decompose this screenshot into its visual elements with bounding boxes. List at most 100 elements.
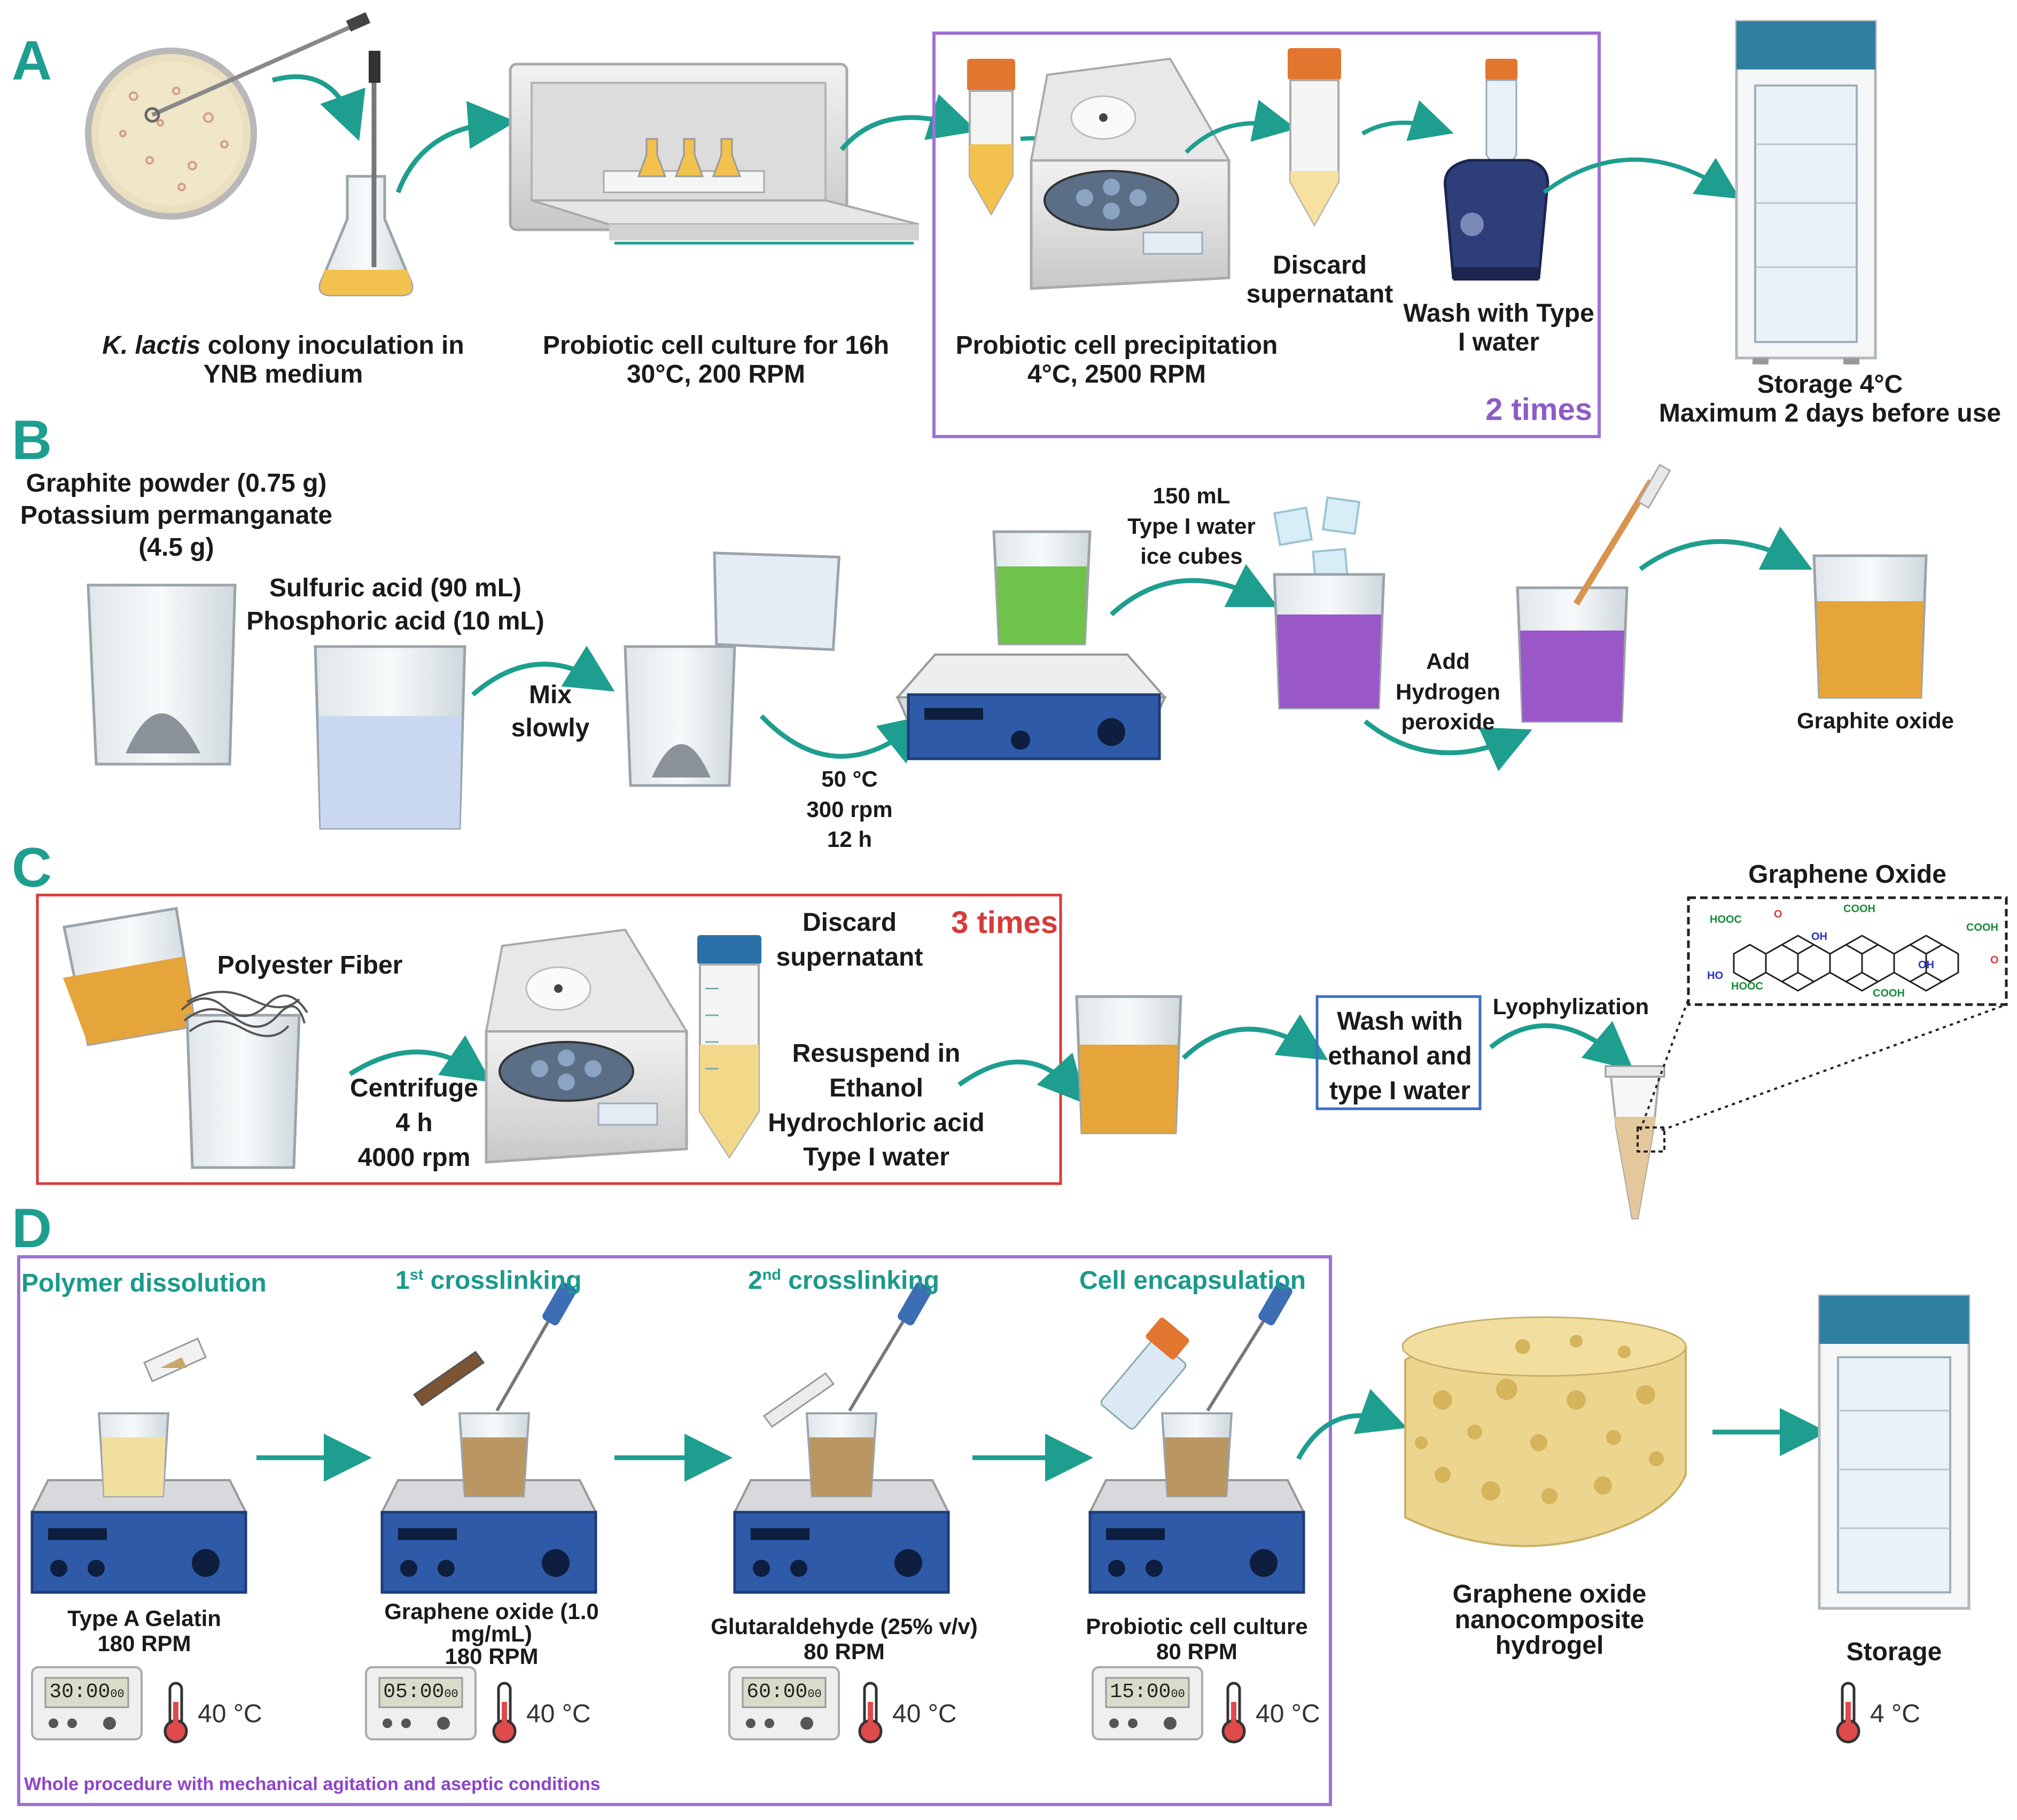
label-storage-d: Storage	[1846, 1638, 1942, 1666]
repeat-box-a	[932, 32, 1601, 438]
hotplate-stirrer-icon	[30, 1337, 248, 1594]
chem-label: OH	[1811, 931, 1827, 943]
repeat-box-c	[36, 893, 1062, 1185]
chem-label: HO	[1707, 970, 1723, 982]
panel-letter-a: A	[12, 30, 52, 92]
chem-label: COOH	[1843, 903, 1875, 915]
label-repeat-a: 2 times	[1485, 392, 1592, 427]
temperature-label: 40 °C	[198, 1700, 262, 1728]
erlenmeyer-flask-icon	[318, 51, 414, 297]
thermometer-icon	[1221, 1682, 1246, 1744]
hotplate-stirrer-icon	[733, 1282, 951, 1594]
chem-label: OH	[1918, 959, 1934, 971]
incubator-icon	[509, 63, 920, 245]
wash-box	[1315, 995, 1482, 1110]
timer-icon	[365, 1666, 477, 1740]
hotplate-stirrer-icon	[895, 530, 1167, 760]
label-repeat-c: 3 times	[951, 905, 1058, 940]
title-second-crosslinking: 2nd crosslinking	[748, 1266, 939, 1295]
temperature-label: 4 °C	[1870, 1700, 1920, 1728]
temperature-label: 40 °C	[1256, 1700, 1320, 1728]
label-lyophylization: Lyophylization	[1492, 994, 1649, 1019]
thermometer-icon	[1836, 1682, 1860, 1744]
procedure-box-d	[17, 1255, 1332, 1806]
label-polyester-fiber: Polyester Fiber	[217, 951, 403, 979]
hydrogel-scaffold-icon	[1401, 1316, 1687, 1547]
petri-dish-icon	[85, 12, 371, 220]
refrigerator-icon	[1818, 1294, 1971, 1610]
beaker-pour-icon	[63, 907, 197, 1046]
timer-display: 15:0000	[1110, 1681, 1185, 1704]
chem-label: HOOC	[1710, 914, 1742, 925]
title-cell-encapsulation: Cell encapsulation	[1079, 1266, 1306, 1295]
beaker-acid-icon	[314, 645, 466, 830]
timer-icon	[1092, 1666, 1203, 1740]
label-graphene-oxide-title: Graphene Oxide	[1748, 860, 1946, 889]
temperature-label: 40 °C	[892, 1700, 957, 1728]
label-graphite-oxide: Graphite oxide	[1796, 708, 1954, 733]
beaker-mix-icon	[624, 551, 841, 787]
polyester-fiber-icon	[181, 991, 308, 1169]
panel-letter-c: C	[12, 837, 52, 899]
timer-display: 60:0000	[746, 1681, 822, 1704]
hotplate-stirrer-icon	[380, 1282, 598, 1594]
label-step3: Glutaraldehyde (25% v/v)80 RPM	[711, 1614, 978, 1665]
thermometer-icon	[163, 1682, 188, 1744]
thermometer-icon	[492, 1682, 517, 1744]
beaker-graphite-icon	[87, 584, 237, 766]
procedure-note: Whole procedure with mechanical agitatio…	[24, 1774, 601, 1794]
timer-icon	[728, 1666, 840, 1740]
centrifuge-icon	[1030, 57, 1231, 290]
hotplate-stirrer-icon	[1088, 1282, 1306, 1594]
title-first-crosslinking: 1st crosslinking	[395, 1266, 582, 1295]
panel-letter-b: B	[12, 409, 52, 471]
zoom-lines	[1639, 999, 2007, 1131]
beaker-graphite-oxide-icon	[1812, 554, 1928, 699]
timer-icon	[31, 1666, 143, 1740]
label-acids: Sulfuric acid (90 mL)Phosphoric acid (10…	[246, 574, 544, 636]
chem-label: COOH	[1873, 987, 1905, 999]
panel-letter-d: D	[12, 1197, 52, 1259]
refrigerator-icon	[1735, 20, 1877, 364]
vortex-mixer-icon	[1444, 59, 1549, 281]
title-polymer-dissolution: Polymer dissolution	[21, 1269, 267, 1297]
label-inoculation: K. lactis colony inoculation in YNB medi…	[102, 331, 464, 388]
timer-display: 05:0000	[383, 1681, 458, 1704]
centrifuge-icon	[485, 928, 689, 1164]
beaker-product-icon	[1075, 995, 1182, 1134]
beaker-peroxide-icon	[1516, 463, 1671, 723]
falcon-tube-icon	[1288, 48, 1341, 227]
chem-label: O	[1990, 954, 1999, 966]
thermometer-icon	[858, 1682, 883, 1744]
label-graphite: Graphite powder (0.75 g)Potassium perman…	[20, 469, 333, 562]
timer-display: 30:0000	[49, 1681, 124, 1704]
falcon-tube-icon	[697, 935, 761, 1159]
graphene-oxide-structure-icon	[1733, 935, 1959, 992]
chem-label: O	[1774, 908, 1782, 920]
chem-label: HOOC	[1731, 981, 1763, 992]
falcon-tube-icon	[967, 59, 1015, 216]
beaker-ice-icon	[1273, 496, 1385, 710]
eppendorf-tube-icon	[1605, 1065, 1665, 1219]
temperature-label: 40 °C	[526, 1700, 591, 1728]
